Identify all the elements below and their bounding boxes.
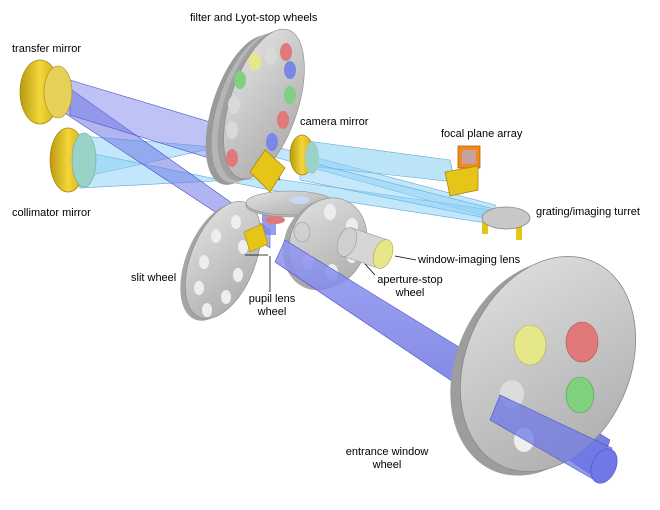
label-aperture-stop-line-2: wheel — [395, 287, 425, 299]
label-collimator-mirror: collimator mirror — [12, 207, 91, 219]
grating-imaging-turret — [481, 206, 531, 240]
leader-lines — [245, 254, 417, 292]
label-pupil-lens-line-2: wheel — [257, 306, 287, 318]
label-focal-plane-array: focal plane array — [441, 128, 523, 140]
label-entrance-window-line-1: entrance window — [345, 446, 429, 458]
focal-plane-array — [444, 145, 481, 197]
window-imaging-lens — [336, 227, 394, 269]
label-pupil-lens-wheel: pupil lens wheel — [242, 293, 302, 319]
label-camera-mirror: camera mirror — [300, 116, 369, 128]
label-grating-imaging-turret: grating/imaging turret — [536, 206, 640, 218]
collimator-mirror — [49, 127, 97, 193]
slit-wheel — [180, 200, 261, 321]
label-entrance-window-line-2: wheel — [372, 459, 402, 471]
transfer-mirror — [19, 59, 73, 125]
label-filter-lyot-stop-wheels: filter and Lyot-stop wheels — [190, 12, 318, 24]
label-transfer-mirror: transfer mirror — [12, 43, 82, 55]
label-pupil-lens-line-1: pupil lens — [248, 293, 296, 305]
entrance-window-wheel — [450, 255, 637, 476]
label-window-imaging-lens: window-imaging lens — [418, 254, 521, 266]
camera-mirror — [289, 134, 319, 176]
label-entrance-window-wheel: entrance window wheel — [337, 446, 437, 472]
label-aperture-stop-line-1: aperture-stop — [377, 274, 443, 286]
label-aperture-stop-wheel: aperture-stop wheel — [370, 274, 450, 300]
label-slit-wheel: slit wheel — [131, 272, 177, 284]
filter-lyot-stop-wheels — [205, 28, 305, 185]
